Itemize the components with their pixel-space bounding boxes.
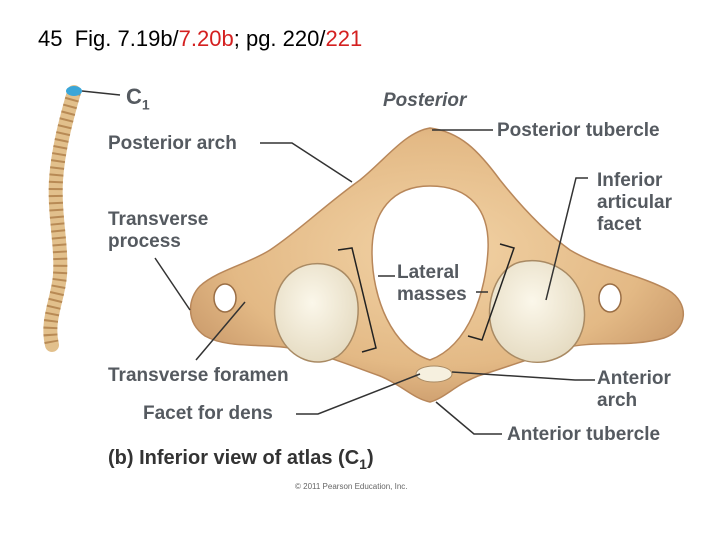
left-transverse-foramen: [214, 284, 236, 312]
copyright-notice: © 2011 Pearson Education, Inc.: [295, 482, 407, 491]
label-anterior-tubercle: Anterior tubercle: [507, 424, 660, 446]
leader-anterior-tubercle: [436, 402, 502, 434]
c1-highlight: [66, 86, 82, 96]
label-posterior: Posterior: [383, 90, 466, 112]
label-inferior-articular-facet: Inferior articular facet: [597, 170, 672, 236]
label-facet-for-dens: Facet for dens: [143, 403, 273, 425]
label-posterior-tubercle: Posterior tubercle: [497, 120, 660, 142]
leader-c1: [82, 91, 120, 95]
figure-caption: (b) Inferior view of atlas (C1): [108, 447, 374, 472]
leader-posterior-arch: [260, 143, 352, 182]
leader-transverse-process: [155, 258, 190, 310]
spine-thumbnail: [50, 86, 82, 345]
label-anterior-arch: Anterior arch: [597, 368, 671, 412]
label-posterior-arch: Posterior arch: [108, 133, 237, 155]
facet-for-dens: [416, 366, 452, 382]
label-lateral-masses: Lateral masses: [397, 262, 467, 306]
label-transverse-foramen: Transverse foramen: [108, 365, 289, 387]
left-articular-facet: [275, 264, 359, 362]
right-transverse-foramen: [599, 284, 621, 312]
label-c1: C1: [126, 86, 150, 115]
label-transverse-process: Transverse process: [108, 209, 208, 253]
